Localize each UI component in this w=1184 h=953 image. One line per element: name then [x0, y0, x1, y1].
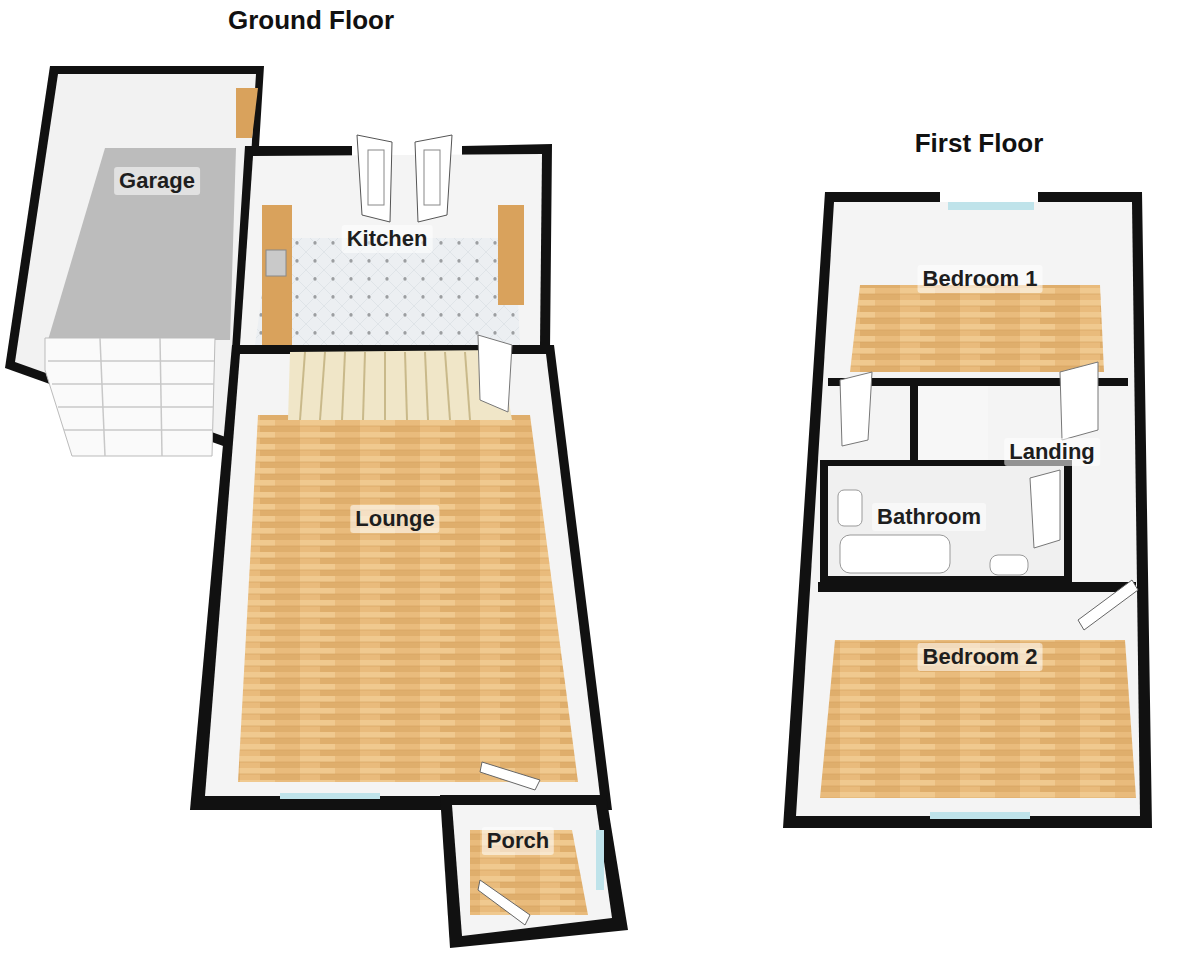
room-label: Bedroom 2 — [918, 643, 1043, 671]
floor-title: First Floor — [915, 128, 1044, 159]
lounge-room: Lounge — [195, 350, 610, 805]
room-label: Landing — [1004, 438, 1100, 466]
room-label: Porch — [482, 827, 554, 855]
room-label: Lounge — [350, 505, 439, 533]
room-label: Bathroom — [872, 503, 986, 531]
room-label: Bedroom 1 — [918, 265, 1043, 293]
room-label: Garage — [114, 167, 200, 195]
floor-title: Ground Floor — [228, 5, 394, 36]
landing-area: Landing — [990, 386, 1130, 582]
porch-room: Porch — [445, 800, 615, 940]
kitchen-room: Kitchen — [237, 150, 550, 345]
bathroom-room: Bathroom — [820, 462, 988, 580]
bedroom-room: Bedroom 2 — [785, 590, 1140, 825]
room-label: Kitchen — [342, 225, 433, 253]
bedroom-room: Bedroom 1 — [785, 196, 1140, 378]
garage-room: Garage — [5, 68, 263, 456]
